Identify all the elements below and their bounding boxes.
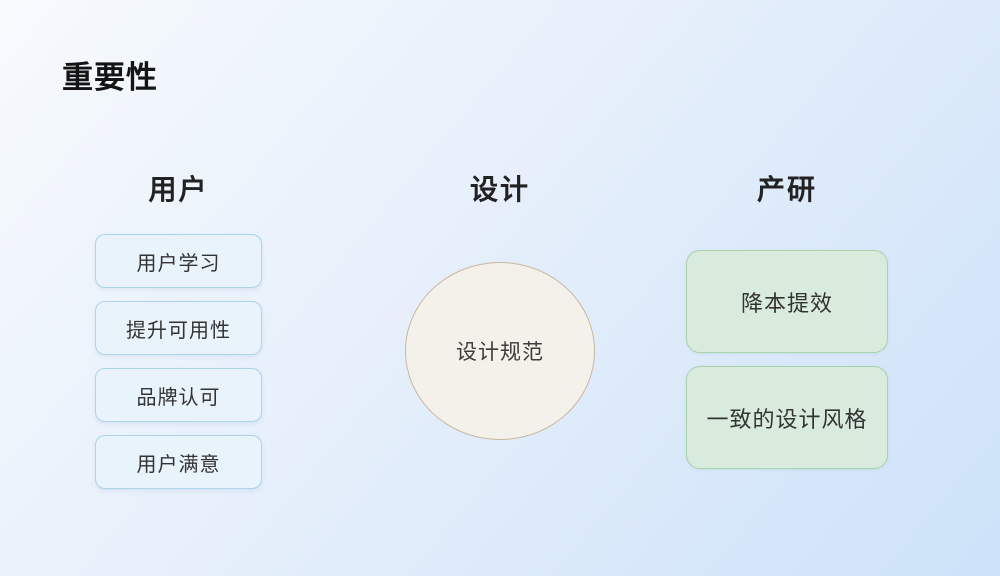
product-box-consistent-style: 一致的设计风格 bbox=[686, 366, 888, 469]
column-header-design: 设计 bbox=[469, 174, 530, 205]
users-box-stack: 用户学习 提升可用性 品牌认可 用户满意 bbox=[95, 234, 262, 489]
column-header-product: 产研 bbox=[756, 174, 817, 205]
product-box-stack: 降本提效 一致的设计风格 bbox=[686, 250, 888, 469]
users-box-satisfaction: 用户满意 bbox=[95, 435, 262, 489]
design-spec-circle-label: 设计规范 bbox=[456, 341, 544, 364]
design-spec-circle: 设计规范 bbox=[405, 262, 595, 440]
product-box-efficiency: 降本提效 bbox=[686, 250, 888, 353]
column-header-users: 用户 bbox=[148, 174, 209, 205]
slide-title: 重要性 bbox=[62, 60, 158, 95]
users-box-learning: 用户学习 bbox=[95, 234, 262, 288]
users-box-brand: 品牌认可 bbox=[95, 368, 262, 422]
users-box-usability: 提升可用性 bbox=[95, 301, 262, 355]
